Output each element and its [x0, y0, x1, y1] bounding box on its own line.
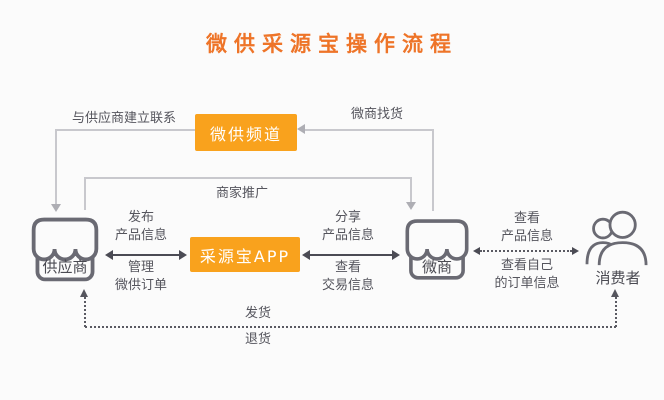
label-line: 查看: [334, 260, 361, 275]
people-icon: [585, 210, 648, 266]
label-line: 产品信息: [321, 228, 374, 243]
label-line: 查看: [513, 211, 540, 226]
edge-merchant-consumer-label-top: 查看 产品信息: [487, 210, 567, 246]
label-line: 微供订单: [114, 278, 167, 293]
label-line: 管理: [127, 260, 154, 275]
arrow-down-icon: [406, 202, 416, 210]
edge-establish-contact-hline: [55, 129, 195, 131]
edge-find-goods-vline: [432, 129, 434, 211]
label-line: 查看自己: [500, 258, 553, 273]
app-box: 采源宝APP: [190, 237, 300, 272]
consumer-label: 消费者: [595, 269, 641, 287]
edge-app-merchant-label-bottom: 查看 交易信息: [308, 259, 388, 295]
channel-box-label: 微供频道: [209, 124, 282, 144]
arrow-down-icon: [51, 204, 61, 212]
merchant-node: [401, 210, 473, 292]
label-line: 产品信息: [114, 228, 167, 243]
storefront-icon: [31, 217, 99, 282]
storefront-icon: [405, 219, 469, 280]
edge-find-goods-hline: [304, 129, 433, 131]
edge-supplier-app-label-top: 发布 产品信息: [101, 209, 181, 245]
label-line: 分享: [334, 210, 361, 225]
edge-return-label: 退货: [244, 332, 271, 347]
page-title: 微供采源宝操作流程: [206, 32, 458, 56]
edge-ship-vline-left: [84, 297, 86, 327]
edge-promotion-hline: [84, 177, 411, 179]
app-box-label: 采源宝APP: [199, 246, 291, 266]
edge-supplier-app-label-bottom: 管理 微供订单: [101, 259, 181, 295]
edge-promotion-vline-right: [410, 177, 412, 203]
label-line: 发布: [127, 210, 154, 225]
dotted-double-arrow-icon: [473, 247, 579, 255]
edge-ship-hline: [85, 326, 616, 328]
edge-find-goods-label: 微商找货: [350, 107, 403, 122]
supplier-node: [27, 210, 103, 292]
edge-establish-contact-vline: [55, 129, 57, 205]
edge-promotion-vline-left: [84, 177, 86, 210]
label-line: 交易信息: [321, 278, 374, 293]
arrow-up-icon: [80, 289, 88, 297]
arrow-up-icon: [611, 289, 619, 297]
arrow-left-icon: [297, 124, 305, 134]
edge-ship-label: 发货: [244, 306, 271, 321]
double-arrow-icon: [105, 250, 187, 260]
double-arrow-icon: [302, 250, 400, 260]
consumer-node: [582, 207, 652, 271]
edge-app-merchant-label-top: 分享 产品信息: [308, 209, 388, 245]
channel-box: 微供频道: [195, 114, 297, 151]
merchant-label: 微商: [421, 258, 452, 276]
supplier-label: 供应商: [42, 258, 88, 276]
edge-establish-contact-label: 与供应商建立联系: [71, 111, 176, 126]
edge-ship-vline-right: [615, 297, 617, 327]
edge-merchant-consumer-label-bottom: 查看自己 的订单信息: [482, 257, 572, 293]
label-line: 的订单信息: [494, 276, 560, 291]
label-line: 产品信息: [500, 229, 553, 244]
edge-promotion-label: 商家推广: [215, 186, 268, 201]
